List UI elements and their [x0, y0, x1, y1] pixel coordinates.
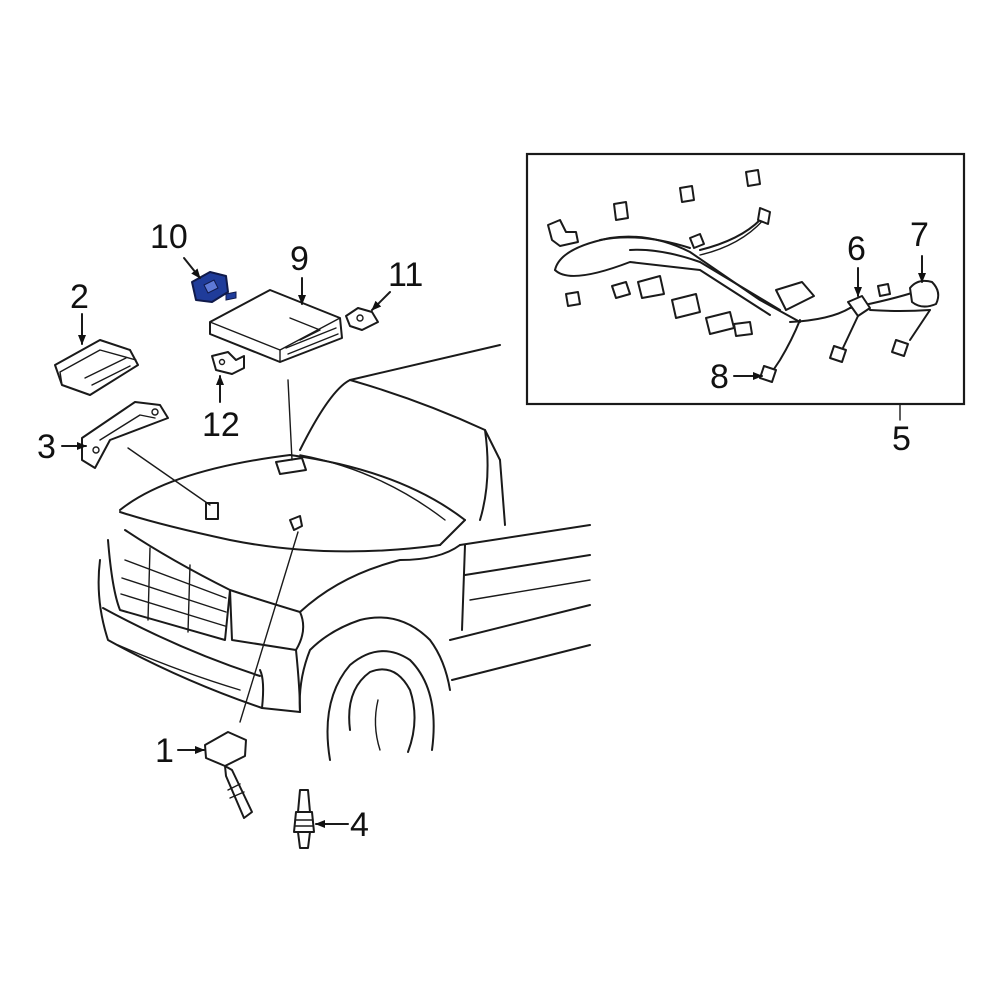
callout-2[interactable]: 2	[70, 278, 89, 316]
callout-11[interactable]: 11	[388, 256, 423, 294]
truck-illustration	[97, 344, 591, 761]
callout-12[interactable]: 12	[202, 406, 240, 444]
callout-4[interactable]: 4	[350, 806, 369, 844]
part-11-clip[interactable]	[345, 307, 379, 331]
part-12-bracket[interactable]	[211, 351, 245, 375]
callout-9[interactable]: 9	[290, 240, 309, 278]
part-1-ignition-coil[interactable]	[204, 731, 253, 819]
callout-6[interactable]: 6	[847, 230, 866, 268]
callout-8[interactable]: 8	[710, 358, 729, 396]
part-3-bracket[interactable]	[81, 401, 169, 469]
part-2-control-module[interactable]	[54, 339, 139, 396]
callout-5[interactable]: 5	[892, 420, 911, 458]
callout-10[interactable]: 10	[150, 218, 188, 256]
callout-labels: 1 2 3 4 5 6 7 8 9 10 11 12	[37, 216, 929, 844]
inset-wire-set	[525, 152, 966, 421]
part-4-spark-plug[interactable]	[293, 789, 315, 849]
callout-7[interactable]: 7	[910, 216, 929, 254]
callout-3[interactable]: 3	[37, 428, 56, 466]
part-9-engine-control-module[interactable]	[209, 289, 343, 363]
callout-arrows	[61, 255, 926, 828]
part-10-bracket-highlighted[interactable]	[191, 271, 237, 303]
callout-1[interactable]: 1	[155, 732, 174, 770]
